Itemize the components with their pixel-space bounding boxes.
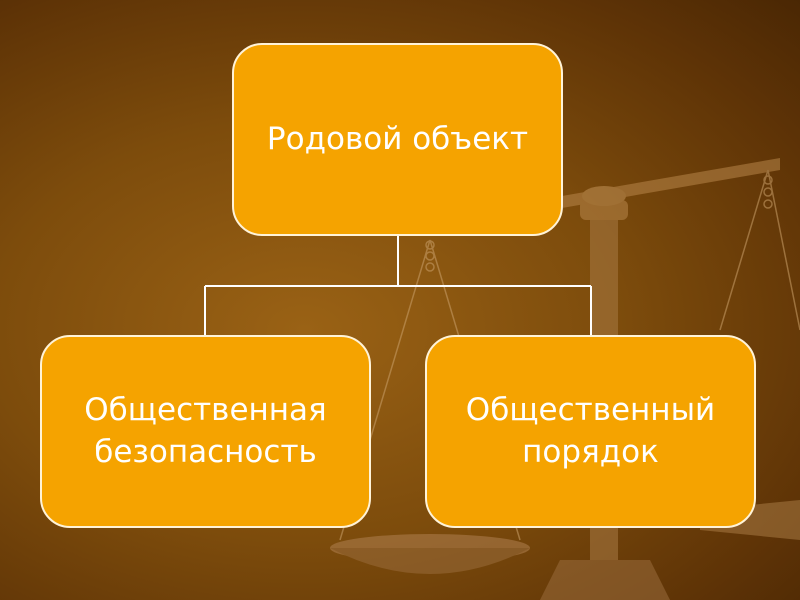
node-root: Родовой объект: [232, 43, 563, 236]
node-public-safety: Общественная безопасность: [40, 335, 371, 528]
node-public-safety-label: Общественная безопасность: [84, 391, 327, 470]
node-public-order-label: Общественный порядок: [465, 391, 716, 470]
node-root-label: Родовой объект: [266, 120, 529, 157]
node-public-order: Общественный порядок: [425, 335, 756, 528]
